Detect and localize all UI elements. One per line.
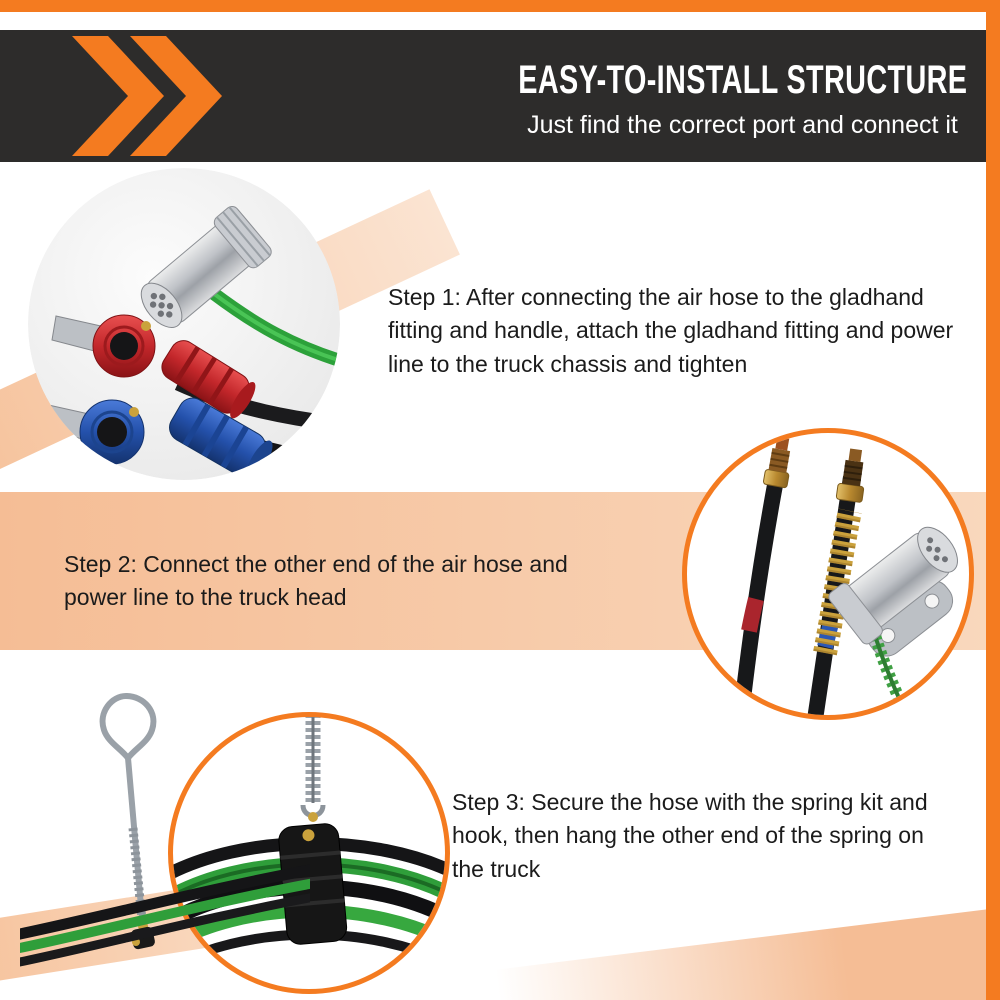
green-spring	[867, 627, 914, 715]
mounting-flange	[866, 580, 954, 657]
seven-way-plug	[828, 526, 958, 645]
step2-photo-illustration	[733, 436, 958, 715]
red-gladhand-coupler	[51, 314, 156, 378]
step2-photo	[682, 428, 974, 720]
top-accent-bar	[0, 0, 1000, 12]
step1-photo	[28, 168, 340, 480]
bottom-right-swoosh	[495, 899, 1000, 1000]
step2-text: Step 2: Connect the other end of the air…	[64, 551, 568, 611]
header-title: EASY-TO-INSTALL STRUCTURE	[517, 58, 968, 102]
right-accent-bar	[986, 0, 1000, 1000]
air-hose-with-fitting	[733, 436, 791, 715]
red-plug	[161, 340, 256, 419]
header-text-block: EASY-TO-INSTALL STRUCTURE Just find the …	[500, 58, 985, 140]
blue-gladhand-coupler	[39, 399, 145, 465]
hanging-hook	[99, 693, 157, 950]
step1-text: Step 1: After connecting the air hose to…	[388, 284, 954, 377]
spring-guard-fitting	[807, 448, 865, 715]
header-band: EASY-TO-INSTALL STRUCTURE Just find the …	[0, 30, 986, 162]
hose-bundle	[8, 862, 321, 969]
hanger-photo-illustration	[8, 693, 321, 969]
double-chevron-icon	[72, 36, 222, 156]
step3-text: Step 3: Secure the hose with the spring …	[452, 789, 928, 882]
spring-kit-clamp	[278, 823, 348, 945]
step3-photo-illustration	[173, 717, 445, 972]
seven-way-plug	[140, 205, 272, 328]
header-subtitle: Just find the correct port and connect i…	[527, 111, 958, 139]
step3-photo	[168, 712, 450, 994]
hanger-photo	[8, 688, 321, 1000]
step1-photo-illustration	[28, 168, 340, 480]
spring-hanger	[300, 717, 326, 822]
